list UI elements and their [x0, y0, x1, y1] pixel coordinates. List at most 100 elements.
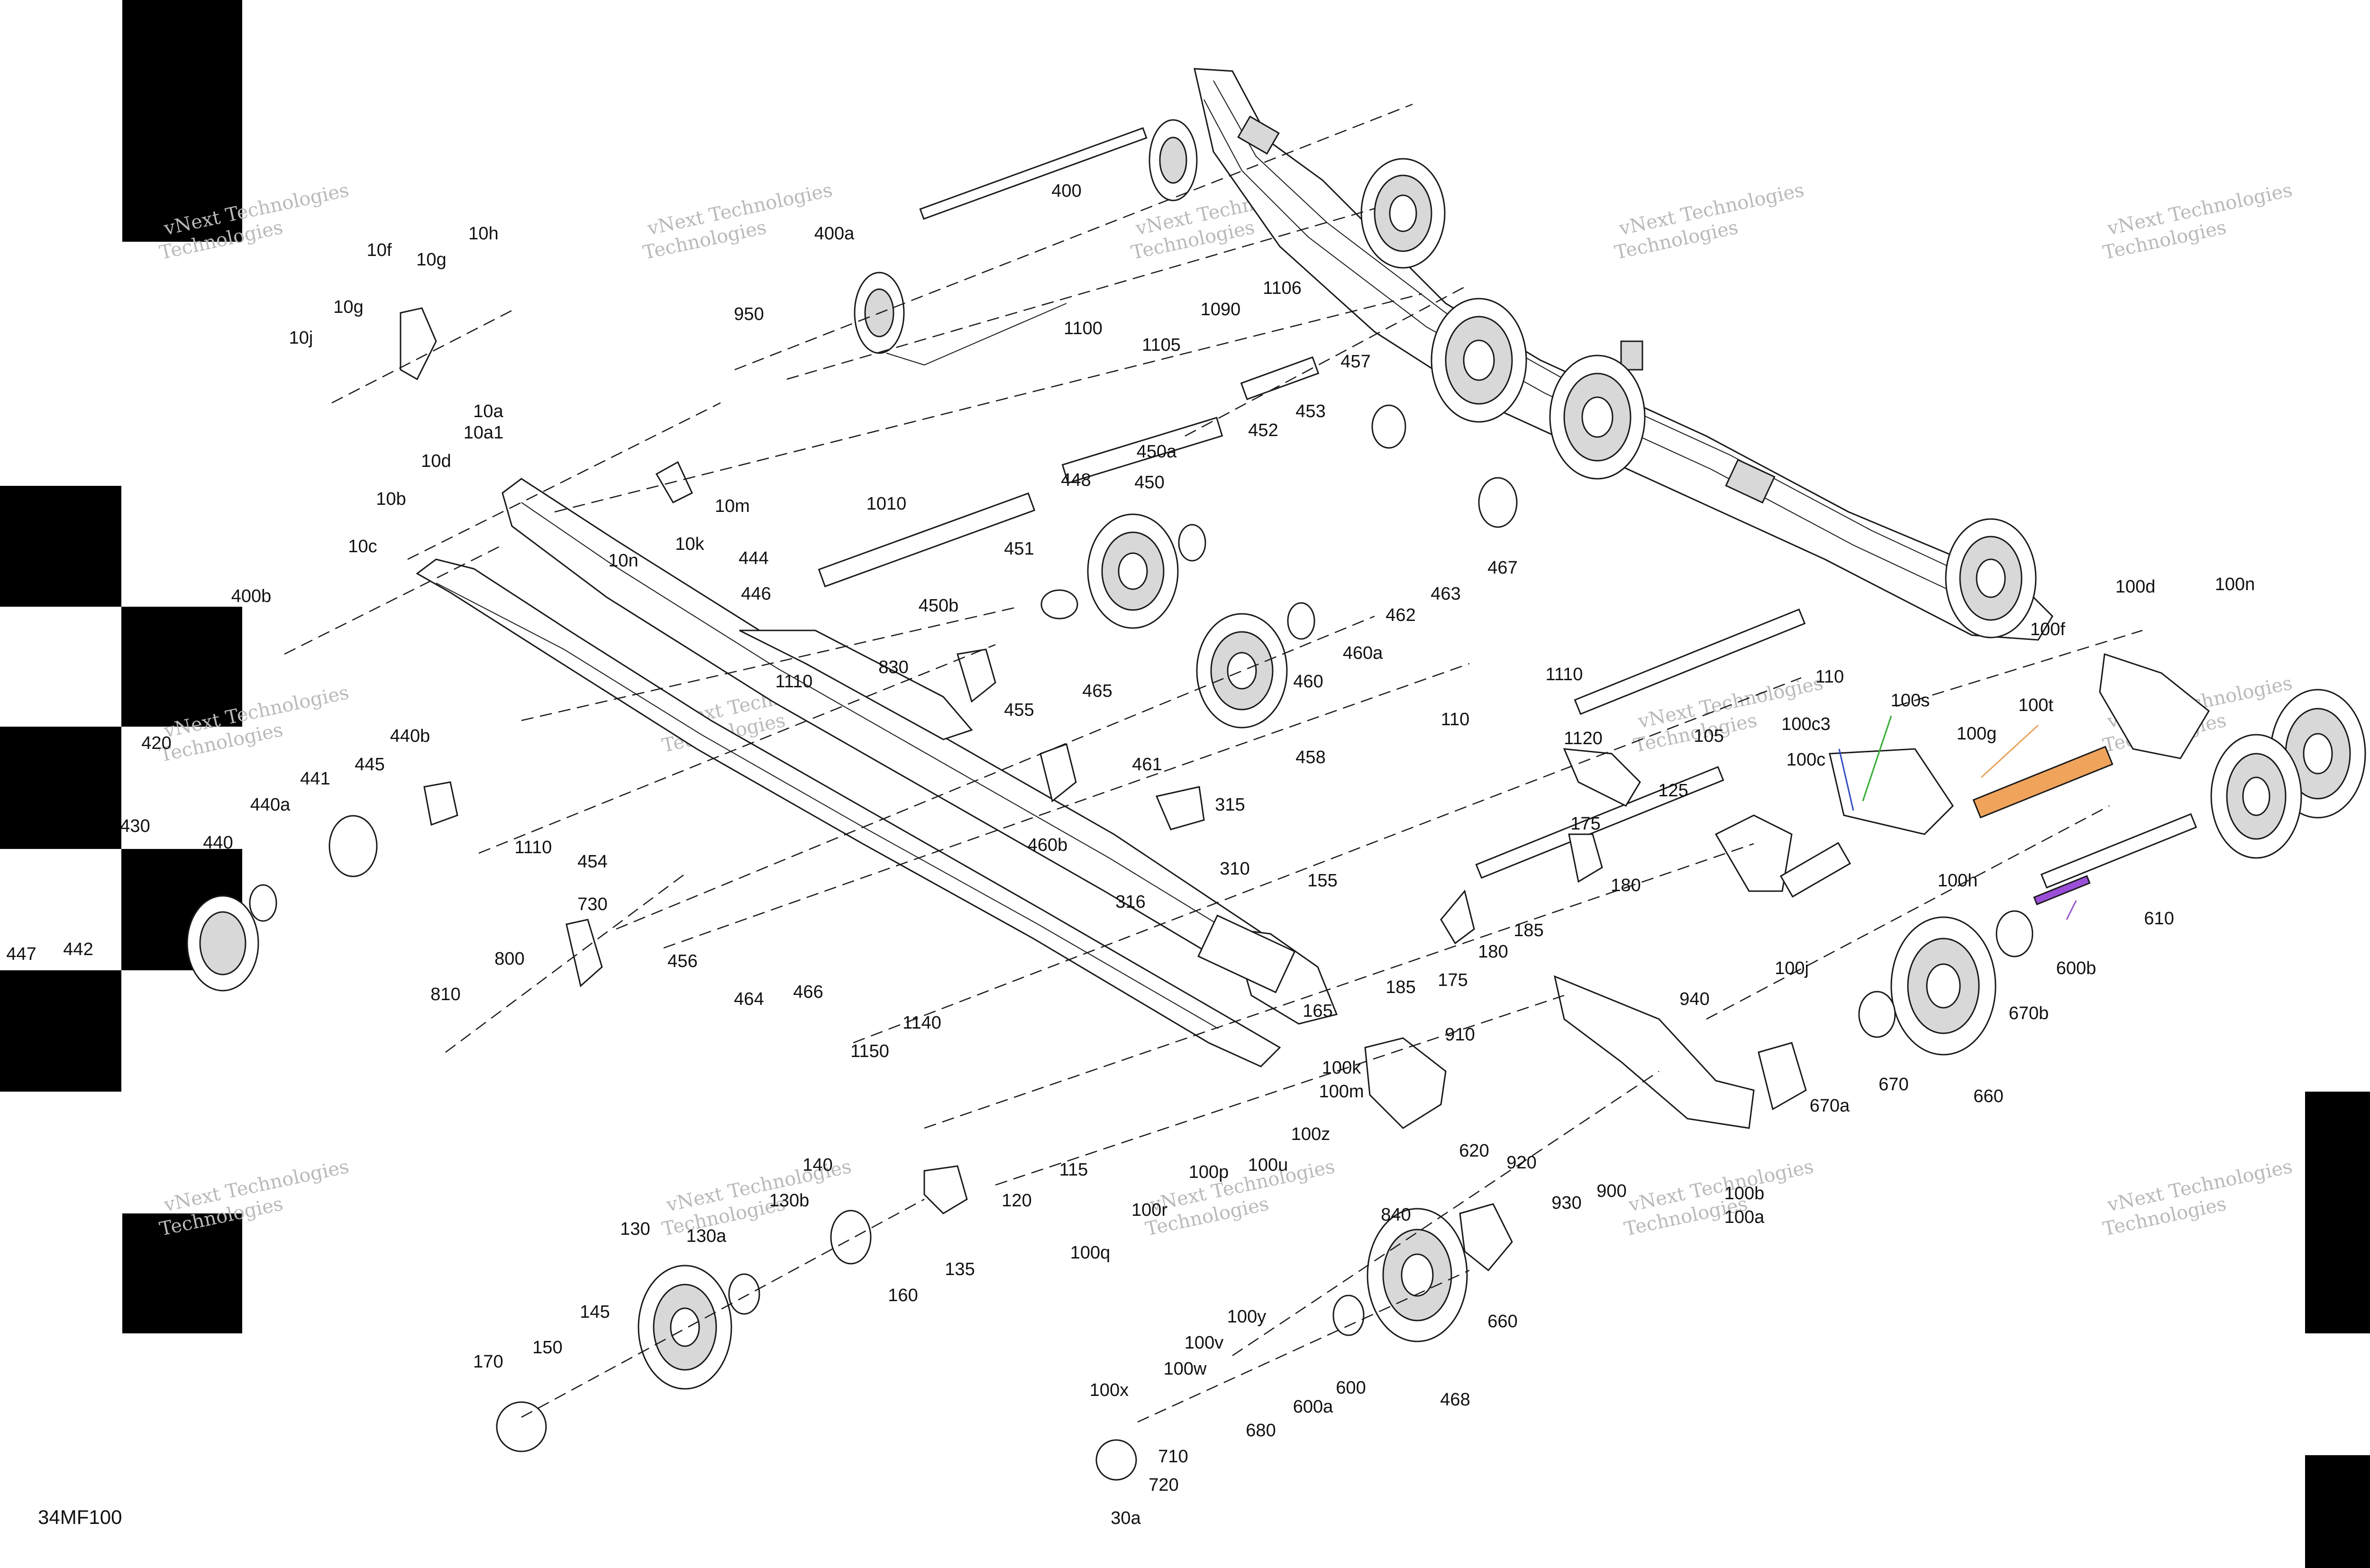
- callout-label: 125: [1658, 781, 1688, 801]
- green-leader: [1862, 715, 1892, 802]
- callout-label: 100x: [1090, 1380, 1129, 1400]
- callout-label: 720: [1149, 1475, 1178, 1495]
- callout-label: 940: [1679, 989, 1709, 1009]
- callout-label: 100r: [1131, 1200, 1167, 1220]
- callout-label: 185: [1513, 921, 1543, 940]
- callout-label: 830: [878, 657, 908, 677]
- wheel: [1945, 518, 2037, 638]
- callout-label: 1120: [1564, 729, 1603, 748]
- assembly-lines: [284, 103, 2143, 1423]
- callout-label: 100y: [1227, 1307, 1266, 1327]
- callout-label: 10f: [367, 240, 392, 260]
- callout-label: 600a: [1293, 1397, 1333, 1417]
- callout-label: 910: [1445, 1025, 1475, 1045]
- callout-label: 100c3: [1781, 714, 1831, 734]
- callout-label: 457: [1340, 352, 1370, 372]
- brackets: [400, 307, 1641, 987]
- callout-label: 670b: [2009, 1003, 2049, 1023]
- callout-label: 1100: [1064, 319, 1103, 338]
- upper-rail-assembly: [1194, 68, 2053, 641]
- wheel-440: [186, 895, 259, 992]
- callout-label: 800: [494, 949, 524, 969]
- callout-label: 310: [1220, 859, 1249, 879]
- callout-label: 100k: [1322, 1058, 1361, 1078]
- callout-label: 100t: [2018, 695, 2053, 715]
- callout-label: 100m: [1319, 1082, 1364, 1102]
- callout-label: 451: [1004, 539, 1034, 559]
- redaction-block: [2305, 1092, 2370, 1333]
- callout-label: 130b: [769, 1191, 810, 1211]
- callout-label: 441: [300, 769, 330, 789]
- drawing-code: 34MF100: [38, 1506, 122, 1528]
- callout-label: 900: [1596, 1181, 1626, 1201]
- callout-label: 464: [734, 989, 764, 1009]
- callout-label: 600b: [2056, 958, 2097, 978]
- callout-label: 100p: [1189, 1162, 1229, 1182]
- callout-label: 920: [1506, 1153, 1536, 1173]
- redaction-block: [0, 727, 121, 849]
- blue-leader: [1838, 748, 1854, 811]
- callout-label: 840: [1381, 1205, 1411, 1225]
- redaction-block: [2305, 1455, 2370, 1568]
- callout-label: 110: [1815, 667, 1844, 687]
- callout-label: 100g: [1957, 724, 1997, 744]
- orange-leader: [1980, 724, 2039, 778]
- callout-label: 730: [577, 894, 607, 914]
- callout-label: 10a1: [464, 423, 504, 443]
- callout-label: 1105: [1142, 335, 1181, 355]
- callout-label: 455: [1004, 700, 1034, 720]
- redaction-block: [0, 970, 121, 1092]
- callout-label: 100v: [1185, 1333, 1223, 1353]
- wheel-460: [1196, 613, 1288, 729]
- callout-label: 120: [1002, 1191, 1031, 1211]
- callout-label: 10c: [348, 537, 377, 556]
- callout-label: 1150: [850, 1041, 889, 1061]
- callout-label: 465: [1082, 681, 1112, 701]
- callout-label: 440a: [250, 795, 291, 815]
- callout-label: 10g: [333, 297, 363, 317]
- callout-label: 670a: [1810, 1096, 1850, 1116]
- wheel-rear: [2210, 734, 2302, 859]
- callout-label: 10h: [468, 224, 498, 244]
- callout-label: 620: [1459, 1141, 1489, 1161]
- callout-label: 130: [620, 1219, 650, 1239]
- callout-label: 10d: [421, 451, 451, 471]
- callout-label: 135: [945, 1259, 975, 1279]
- callout-label: 420: [141, 733, 171, 753]
- callout-label: 316: [1115, 892, 1145, 912]
- callout-label: 10j: [289, 328, 313, 348]
- redaction-block: [121, 607, 242, 727]
- rear-assembly: [1553, 653, 2366, 1129]
- callout-label: 315: [1215, 795, 1245, 815]
- callout-label: 175: [1438, 970, 1468, 990]
- callout-label: 10g: [416, 250, 446, 270]
- callout-label: 130a: [686, 1226, 727, 1246]
- callout-label: 1140: [902, 1013, 941, 1033]
- callout-label: 100q: [1070, 1243, 1111, 1263]
- callout-label: 100d: [2115, 577, 2156, 597]
- callout-label: 450a: [1137, 442, 1177, 462]
- callout-label: 460a: [1343, 643, 1383, 663]
- callout-label: 105: [1694, 726, 1723, 746]
- callout-label: 610: [2144, 909, 2174, 929]
- callout-label: 1110: [1546, 665, 1583, 684]
- callout-label: 680: [1246, 1421, 1276, 1440]
- slide-rails: [416, 478, 1338, 1067]
- callout-label: 145: [580, 1302, 610, 1322]
- callout-label: 1106: [1263, 278, 1302, 298]
- callout-label: 100h: [1938, 871, 1978, 891]
- callout-label: 440: [203, 833, 233, 853]
- callout-label: 115: [1059, 1160, 1088, 1180]
- callout-label: 150: [532, 1338, 562, 1358]
- wheel: [1549, 355, 1646, 480]
- callout-label: 10b: [376, 489, 406, 509]
- callout-label: 100a: [1724, 1207, 1765, 1227]
- callout-label: 710: [1158, 1447, 1188, 1467]
- center-axles: [818, 356, 1806, 879]
